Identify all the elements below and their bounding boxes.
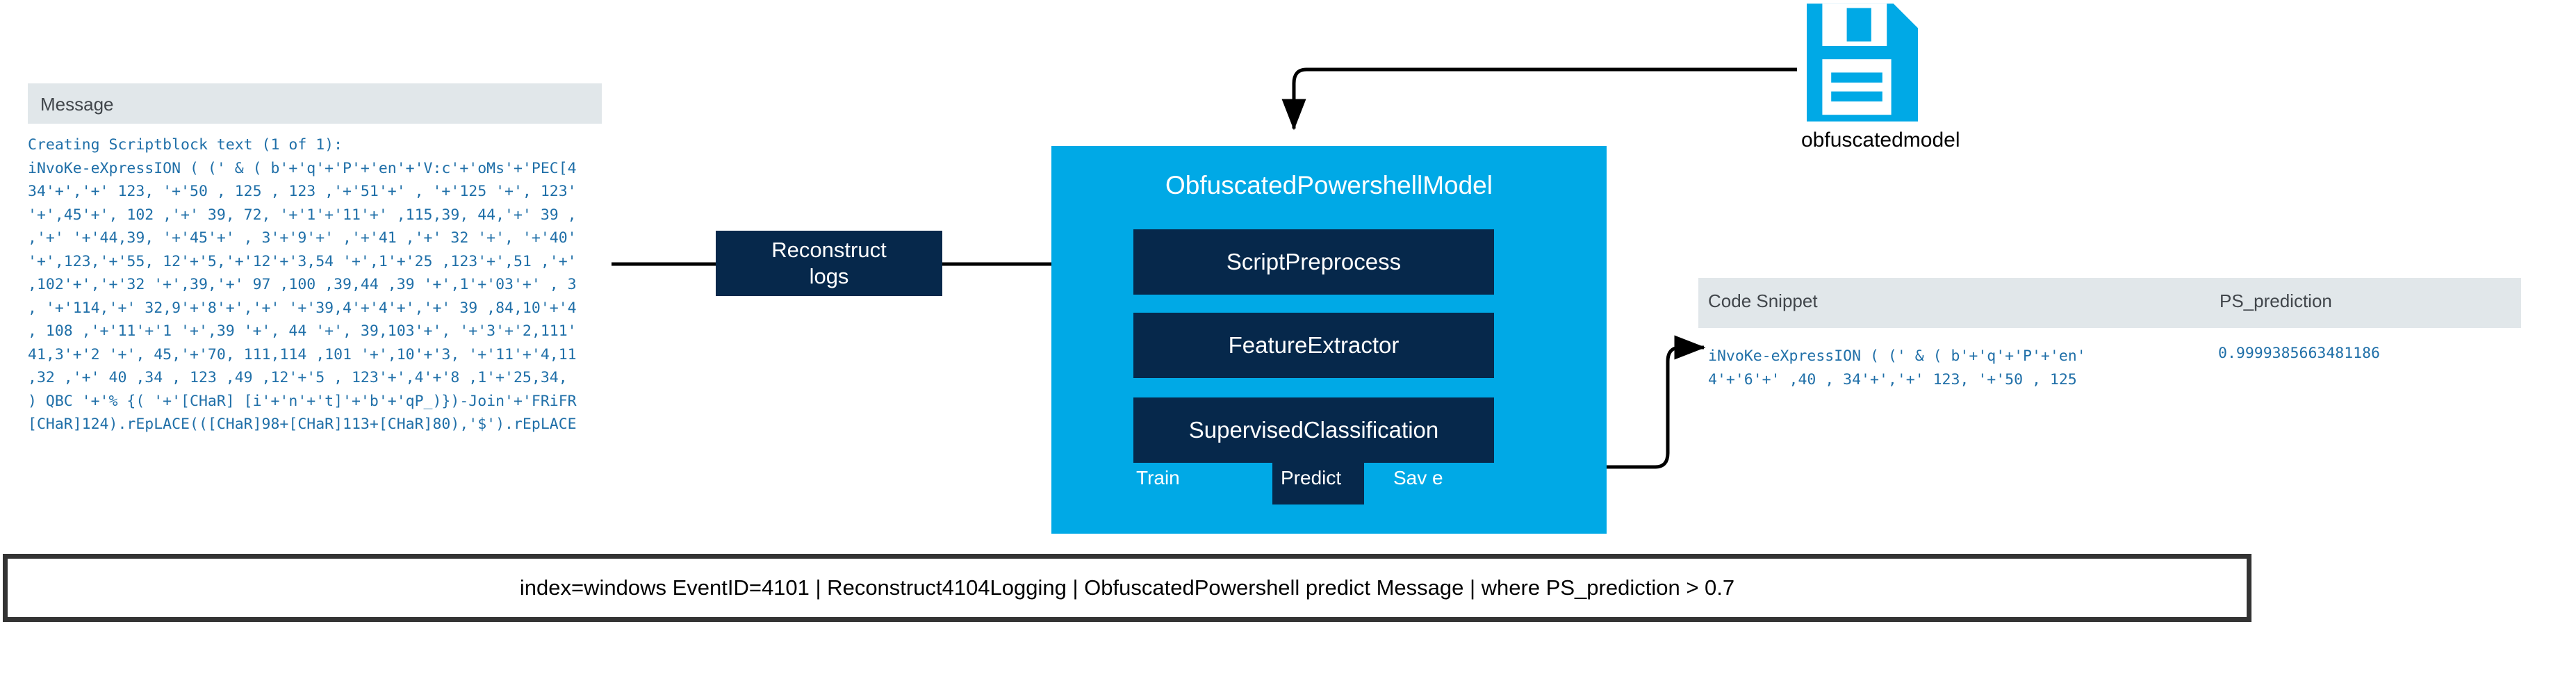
stage-supervised-classification-label: SupervisedClassification bbox=[1188, 417, 1439, 443]
message-code-line: '+',45'+', 102 ,'+' 39, 72, '+'1'+'11'+'… bbox=[28, 206, 577, 224]
reconstruct-logs-box[interactable]: Reconstruct logs bbox=[716, 231, 942, 296]
cell-ps-prediction: 0.9999385663481186 bbox=[2218, 345, 2380, 362]
column-header-code-snippet: Code Snippet bbox=[1708, 290, 1818, 311]
message-code-line: , '+'114,'+' 32,9'+'8'+','+' '+'39,4'+'4… bbox=[28, 299, 577, 317]
message-code-line: ,32 ,'+' 40 ,34 , 123 ,49 ,12'+'5 , 123'… bbox=[28, 369, 568, 386]
stage-feature-extractor[interactable]: FeatureExtractor bbox=[1133, 313, 1494, 378]
stage-feature-extractor-label: FeatureExtractor bbox=[1228, 332, 1400, 358]
connector-save-to-results bbox=[1607, 335, 1706, 469]
search-query-text: index=windows EventID=4101 | Reconstruct… bbox=[519, 575, 1735, 600]
action-train-label[interactable]: Train bbox=[1136, 467, 1180, 489]
message-panel-header: Message bbox=[28, 83, 602, 124]
predict-stub-block bbox=[1272, 457, 1364, 504]
reconstruct-logs-label-line2: logs bbox=[809, 264, 849, 288]
message-code-line: 34'+','+' 123, '+'50 , 125 , 123 ,'+'51'… bbox=[28, 183, 577, 200]
stage-script-preprocess-label: ScriptPreprocess bbox=[1226, 249, 1402, 274]
message-code-line: Creating Scriptblock text (1 of 1): bbox=[28, 136, 343, 154]
message-panel-body: Creating Scriptblock text (1 of 1): iNvo… bbox=[28, 133, 616, 481]
reconstruct-logs-label: Reconstruct logs bbox=[771, 237, 886, 290]
message-panel: Message Creating Scriptblock text (1 of … bbox=[28, 83, 602, 473]
search-query-bar[interactable]: index=windows EventID=4101 | Reconstruct… bbox=[3, 554, 2251, 622]
action-save-label[interactable]: Sav e bbox=[1393, 467, 1443, 489]
message-code-line: ) QBC '+'% {( '+'[CHaR] [i'+'n'+'t]'+'b'… bbox=[28, 392, 577, 410]
results-table: Code Snippet PS_prediction iNvoKe-eXpres… bbox=[1698, 278, 2521, 459]
message-code-line: , 108 ,'+'11'+'1 '+',39 '+', 44 '+', 39,… bbox=[28, 322, 577, 340]
message-code-line: iNvoKe-eXpressION ( (' & ( b'+'q'+'P'+'e… bbox=[28, 159, 577, 177]
model-artifact: obfuscatedmodel bbox=[1801, 3, 2093, 163]
action-predict-label[interactable]: Predict bbox=[1281, 467, 1342, 489]
cell-code-snippet-line1: iNvoKe-eXpressION ( (' & ( b'+'q'+'P'+'e… bbox=[1708, 347, 2086, 365]
floppy-disk-save-icon bbox=[1807, 3, 1918, 122]
message-header-label: Message bbox=[40, 94, 114, 115]
cell-code-snippet-line2: 4'+'6'+' ,40 , 34'+','+' 123, '+'50 , 12… bbox=[1708, 370, 2077, 388]
stage-supervised-classification[interactable]: SupervisedClassification bbox=[1133, 397, 1494, 463]
message-code-line: [CHaR]124).rEpLACE(([CHaR]98+[CHaR]113+[… bbox=[28, 416, 577, 433]
message-code-line: '+',123,'+'55, 12'+'5,'+'12'+'3,54 '+',1… bbox=[28, 252, 577, 270]
message-code-line: 41,3'+'2 '+', 45,'+'70, 111,114 ,101 '+'… bbox=[28, 345, 577, 363]
connector-model-to-artifact bbox=[1281, 67, 1797, 131]
table-row[interactable]: iNvoKe-eXpressION ( (' & ( b'+'q'+'P'+'e… bbox=[1698, 338, 2521, 421]
stage-script-preprocess[interactable]: ScriptPreprocess bbox=[1133, 229, 1494, 295]
model-artifact-label: obfuscatedmodel bbox=[1801, 129, 1960, 151]
column-header-ps-prediction: PS_prediction bbox=[2220, 290, 2332, 311]
results-table-header: Code Snippet PS_prediction bbox=[1698, 278, 2521, 328]
message-code-line: ,102'+','+'32 '+',39,'+' 97 ,100 ,39,44 … bbox=[28, 276, 577, 293]
model-title: ObfuscatedPowershellModel bbox=[1165, 171, 1493, 199]
reconstruct-logs-label-line1: Reconstruct bbox=[771, 238, 887, 262]
cell-code-snippet: iNvoKe-eXpressION ( (' & ( b'+'q'+'P'+'e… bbox=[1708, 345, 2194, 391]
message-code-line: ,'+' '+'44,39, '+'45'+' , 3'+'9'+' ,'+'4… bbox=[28, 229, 577, 247]
obfuscated-powershell-model-box: ObfuscatedPowershellModel ScriptPreproce… bbox=[1051, 146, 1607, 534]
